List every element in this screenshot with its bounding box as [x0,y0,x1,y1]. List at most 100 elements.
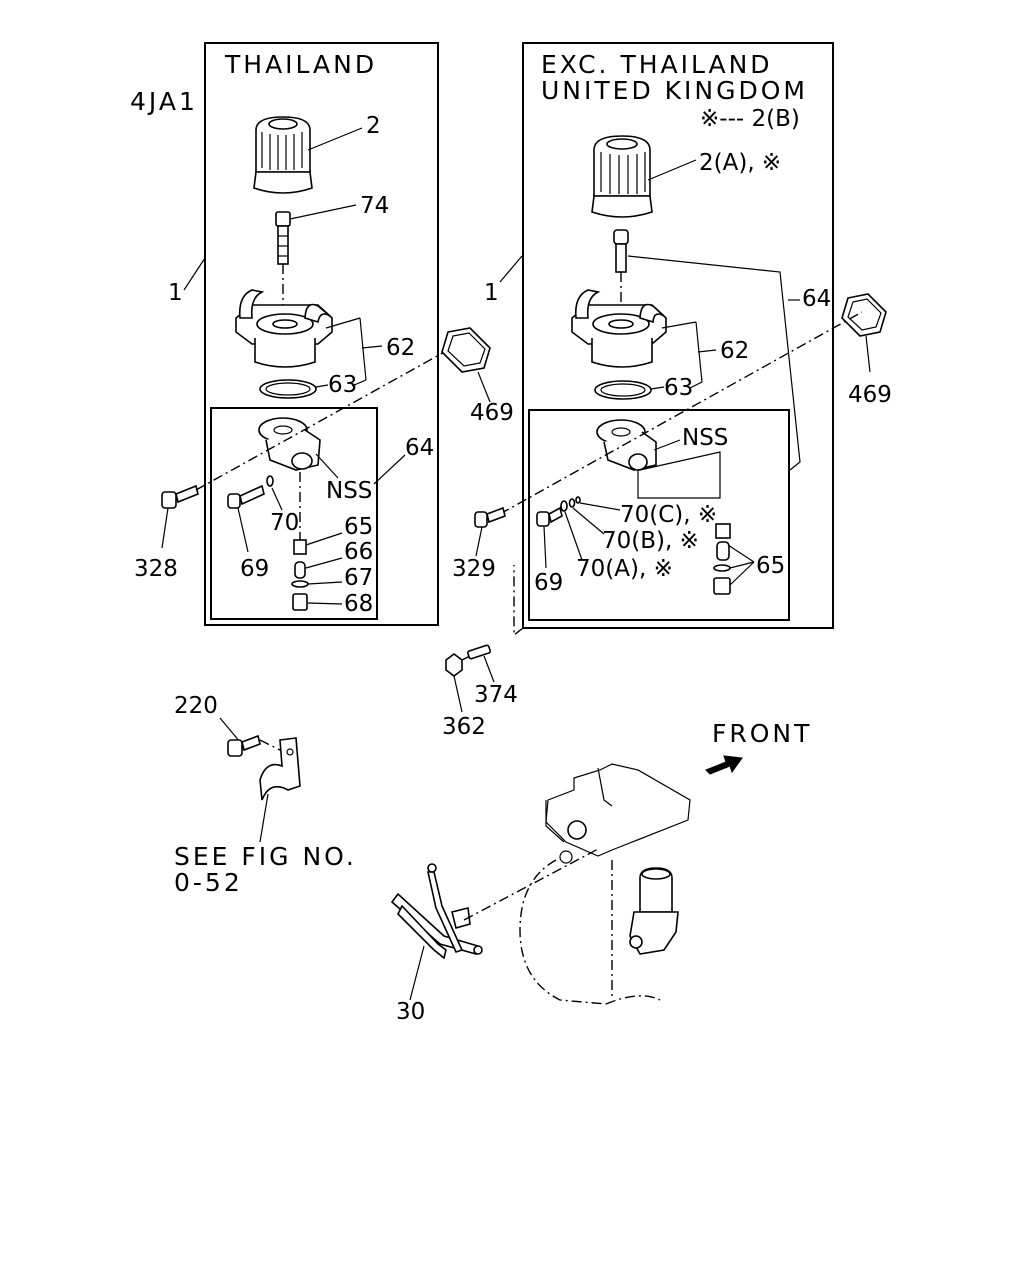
leader-63-left [315,384,329,388]
seal-70-icon [266,475,274,487]
label-65-right: 65 [756,553,785,579]
leader-70b [572,507,605,535]
leader-65-right-a [727,544,755,563]
engine-code: 4JA1 [130,87,198,116]
valve-body-icon [258,417,321,471]
bolt-329-icon [474,506,506,528]
panel-exc-header-line2: UNITED KINGDOM [541,76,808,105]
leader-63-right [650,386,665,390]
leader-nss-left [315,453,339,479]
label-30: 30 [396,999,425,1025]
bracket-hole [286,748,294,756]
leader-62-a [325,317,361,329]
oil-filter-icon [253,116,313,194]
leader-nss-right [653,439,681,451]
label-1-right: 1 [484,280,499,306]
leader-1-left [183,257,206,291]
label-nss-right: NSS [682,425,728,451]
label-68: 68 [344,591,373,617]
engine-block-icon [519,763,691,1005]
axis-gasket-right [499,311,863,515]
o-ring-right-inner [600,383,646,397]
leader-469-right [865,335,871,373]
label-362: 362 [442,714,486,740]
gasket-469-right-icon [841,293,887,337]
leader-62-c [361,345,383,349]
leader-66 [305,557,343,569]
leader-64-right-bracket [627,255,801,471]
item-65-icon [293,539,307,555]
leader-70c [579,502,621,511]
panel-exc-thailand: EXC. THAILAND UNITED KINGDOM ※--- 2(B) 1… [452,42,892,629]
washer-67-icon [291,580,309,588]
item-65-right-d-icon [713,577,731,595]
seal-70a-icon [560,500,568,512]
leader-65-left [305,532,343,546]
leader-69-left [237,507,249,553]
leader-1-right [499,255,523,283]
panel-thailand-border [204,42,439,626]
leader-see-fig [259,793,269,843]
label-220: 220 [174,693,218,719]
label-66: 66 [344,539,373,565]
plug-68-icon [292,593,308,611]
leader-329 [475,526,483,557]
label-328: 328 [134,556,178,582]
label-63-left: 63 [328,372,357,398]
bolt-69-left-icon [227,484,265,509]
label-67: 67 [344,565,373,591]
label-nss-left: NSS [326,478,372,504]
label-64-right: 64 [802,286,831,312]
label-62-right: 62 [720,338,749,364]
see-fig-line2: 0-52 [174,868,243,897]
item-65-right-b-icon [716,541,730,561]
leader-374 [483,655,495,683]
leader-220 [219,717,241,743]
bolt-69-right-icon [536,506,563,527]
axis-gasket-left [195,339,467,491]
leader-362 [453,675,463,713]
bolt-328-icon [161,484,199,509]
label-70c: 70(C), ※ [620,502,717,528]
panel-thailand-header: THAILAND [224,50,377,79]
o-ring-inner [265,382,311,396]
label-1-left: 1 [168,280,183,306]
label-329: 329 [452,556,496,582]
label-374: 374 [474,682,518,708]
engine-filter-icon [629,867,679,955]
spring-66-icon [294,561,306,579]
gasket-469-left-icon [441,327,491,373]
bolt-220-icon [227,734,261,757]
leader-63-left-b [351,379,367,387]
seal-70c-icon [575,496,581,504]
stud-374-icon [467,644,491,660]
item-65-right-c-icon [713,564,731,572]
leader-70a [564,511,583,561]
label-69-right: 69 [534,570,563,596]
filter-housing-icon [235,289,333,368]
leader-74 [289,204,357,220]
label-63-right: 63 [664,375,693,401]
panel-thailand: THAILAND 1 2 74 [134,42,514,626]
panel-exc-header-line1: EXC. THAILAND [541,50,773,79]
clip-bracket-icon [259,737,301,801]
filter-housing-right-icon [571,289,667,368]
leader-2a [647,159,697,181]
leader-469-left [477,371,491,403]
label-64-left: 64 [405,435,434,461]
seal-70b-icon [568,498,576,508]
label-62-left: 62 [386,335,415,361]
item-65-right-a-icon [715,523,731,539]
leader-63-right-b [689,381,703,389]
lower-section: 362 374 220 SEE FIG NO. 0-52 FRONT [174,644,809,1025]
leader-67 [307,581,343,585]
label-69-left: 69 [240,556,269,582]
leader-65-right-b [729,561,755,569]
axis-pipe-engine [463,847,601,921]
leader-68 [307,602,343,605]
label-70a: 70(A), ※ [576,556,673,582]
label-469-right: 469 [848,382,892,408]
valve-body-right-icon [596,419,657,471]
